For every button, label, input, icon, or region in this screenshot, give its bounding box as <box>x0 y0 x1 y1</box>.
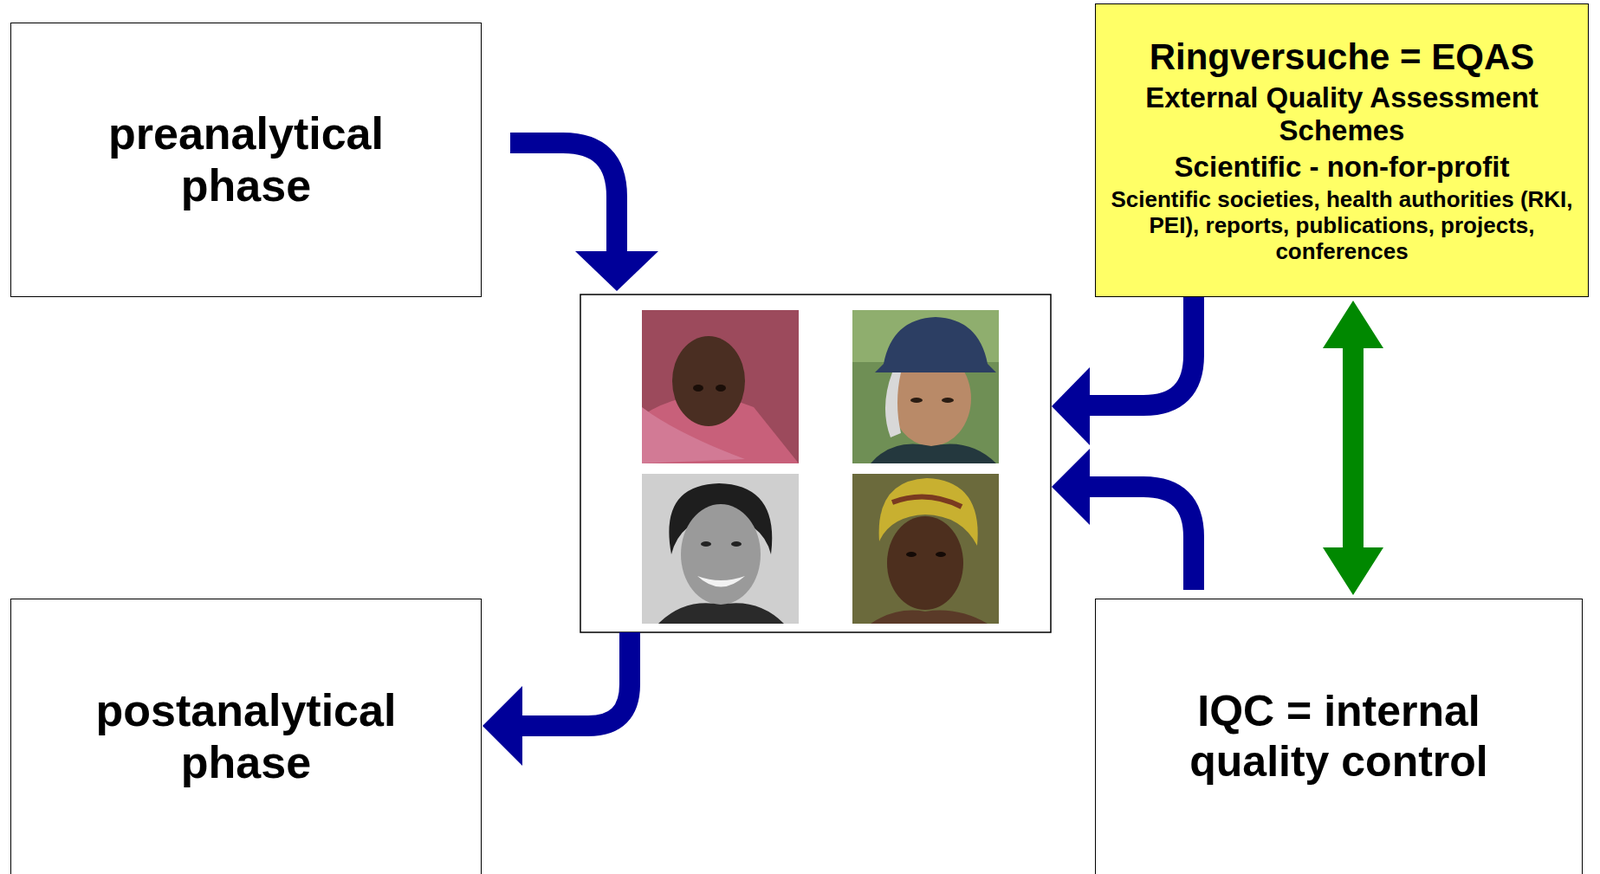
eqas-box: Ringversuche = EQASExternal Quality Asse… <box>1094 3 1589 298</box>
portrait-photo <box>641 310 799 464</box>
flow-arrow <box>482 632 630 766</box>
flow-arrow <box>1051 297 1194 446</box>
portrait-photo <box>641 473 799 624</box>
box-heading: Ringversuche = EQAS <box>1149 36 1536 78</box>
portrait-photo <box>852 473 999 624</box>
box-text: External Quality Assessment Schemes <box>1107 81 1576 148</box>
box-text: Scientific - non-for-profit <box>1174 150 1510 184</box>
portrait-photo <box>852 310 999 464</box>
iqc-box: IQC = internal quality control <box>1094 598 1583 874</box>
box-heading: preanalytical phase <box>64 108 428 213</box>
phase-box: postanalytical phase <box>10 598 482 874</box>
box-heading: IQC = internal quality control <box>1135 686 1543 787</box>
box-text: Scientific societies, health authorities… <box>1104 187 1580 266</box>
box-heading: postanalytical phase <box>64 685 428 790</box>
flow-arrow <box>510 142 659 292</box>
photo-panel <box>580 294 1051 633</box>
double-arrow <box>1322 300 1384 596</box>
phase-box: preanalytical phase <box>10 22 482 298</box>
flow-arrow <box>1051 448 1194 590</box>
